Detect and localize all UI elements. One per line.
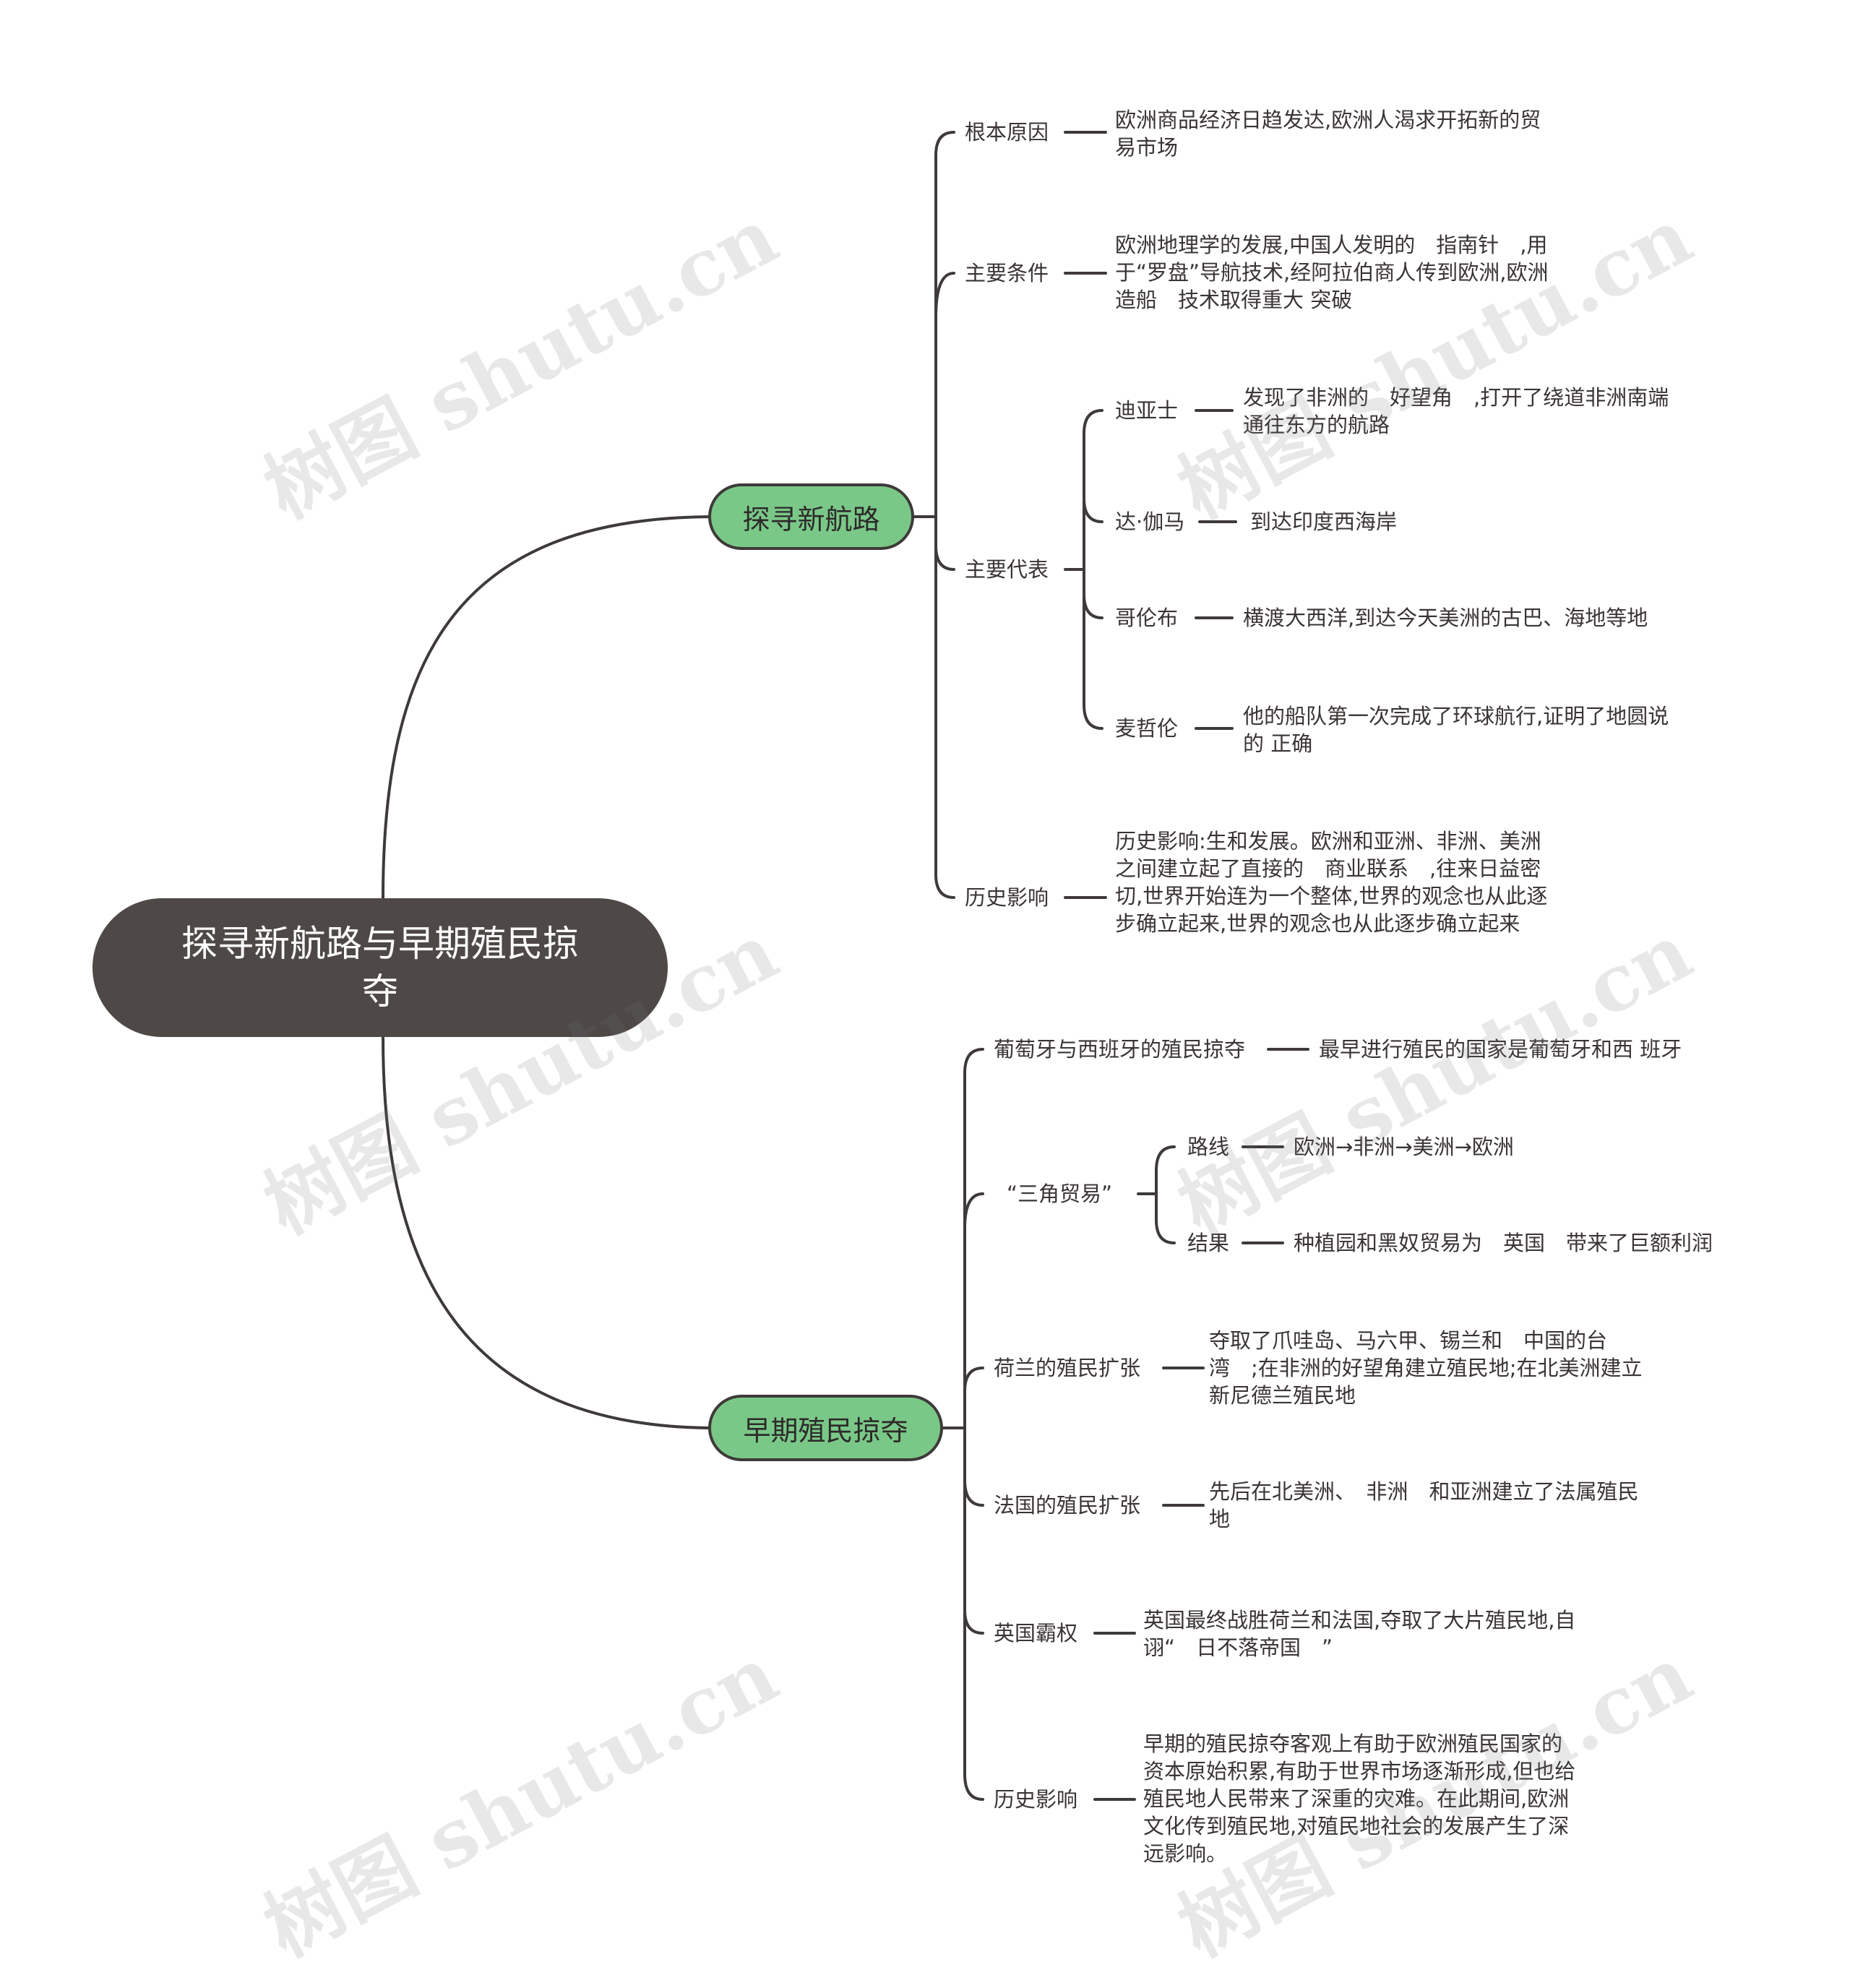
node-da-gama[interactable]: 达·伽马 [1115, 509, 1185, 534]
node-main-conditions[interactable]: 主要条件 [965, 261, 1049, 285]
edge-root-branch2 [382, 1036, 717, 1429]
node-columbus[interactable]: 哥伦布 [1115, 606, 1179, 630]
node-portugal-spain[interactable]: 葡萄牙与西班牙的殖民掠夺 [994, 1037, 1246, 1062]
node-historical-impact-1[interactable]: 历史影响 [965, 885, 1049, 910]
edge-branch1-n1 [934, 131, 955, 518]
text-main-conditions: 欧洲地理学的发展,中国人发明的 指南针 ,用于“罗盘”导航技术,经阿拉伯商人传到… [1115, 233, 1570, 312]
text-root-cause: 欧洲商品经济日趋发达,欧洲人渴求开拓新的贸易市场 [1115, 108, 1541, 160]
text-da-gama: 到达印度西海岸 [1250, 509, 1398, 534]
text-result: 种植园和黑奴贸易为 英国 带来了巨额利润 [1294, 1231, 1713, 1255]
branch-new-sea-route[interactable]: 探寻新航路 [708, 483, 914, 550]
node-british-hegemony[interactable]: 英国霸权 [994, 1621, 1078, 1645]
branch-early-colonial-plunder[interactable]: 早期殖民掠夺 [708, 1395, 943, 1461]
edge-root-branch1 [382, 515, 717, 900]
text-columbus: 横渡大西洋,到达今天美洲的古巴、海地等地 [1243, 606, 1648, 630]
edge-branch1-n3 [934, 515, 955, 571]
node-triangle-trade[interactable]: “三角贸易” [1007, 1182, 1113, 1206]
node-dutch-expansion[interactable]: 荷兰的殖民扩张 [994, 1356, 1141, 1380]
node-route[interactable]: 路线 [1187, 1135, 1230, 1159]
text-dutch-expansion: 夺取了爪哇岛、马六甲、锡兰和 中国的台湾 ;在非洲的好望角建立殖民地;在北美洲建… [1209, 1328, 1643, 1408]
node-dias[interactable]: 迪亚士 [1115, 398, 1179, 423]
edge-branch1-n2 [934, 272, 955, 319]
node-root-cause[interactable]: 根本原因 [965, 120, 1049, 145]
text-magellan: 他的船队第一次完成了环球航行,证明了地圆说的 正确 [1243, 704, 1669, 756]
text-french-expansion: 先后在北美洲、 非洲 和亚洲建立了法属殖民地 [1209, 1479, 1639, 1531]
node-historical-impact-2[interactable]: 历史影响 [994, 1787, 1078, 1812]
edge-n3-children [1083, 409, 1103, 571]
root-topic[interactable]: 探寻新航路与早期殖民掠夺 [92, 898, 668, 1037]
node-french-expansion[interactable]: 法国的殖民扩张 [994, 1493, 1141, 1518]
node-main-representatives[interactable]: 主要代表 [965, 557, 1049, 582]
text-historical-impact-1: 历史影响:生和发展。欧洲和亚洲、非洲、美洲之间建立起了直接的 商业联系 ,往来日… [1115, 829, 1548, 936]
edge-branch2-n1 [963, 1048, 984, 1429]
edge-branch1-n4 [934, 515, 955, 899]
text-british-hegemony: 英国最终战胜荷兰和法国,夺取了大片殖民地,自诩“ 日不落帝国 ” [1143, 1608, 1576, 1660]
text-historical-impact-2: 早期的殖民掠夺客观上有助于欧洲殖民国家的资本原始积累,有助于世界市场逐渐形成,但… [1143, 1731, 1576, 1866]
node-result[interactable]: 结果 [1187, 1231, 1230, 1255]
text-portugal-spain: 最早进行殖民的国家是葡萄牙和西 班牙 [1319, 1037, 1682, 1062]
node-magellan[interactable]: 麦哲伦 [1115, 716, 1179, 741]
text-dias: 发现了非洲的 好望角 ,打开了绕道非洲南端通往东方的航路 [1243, 385, 1669, 437]
text-route: 欧洲→非洲→美洲→欧洲 [1294, 1135, 1514, 1159]
